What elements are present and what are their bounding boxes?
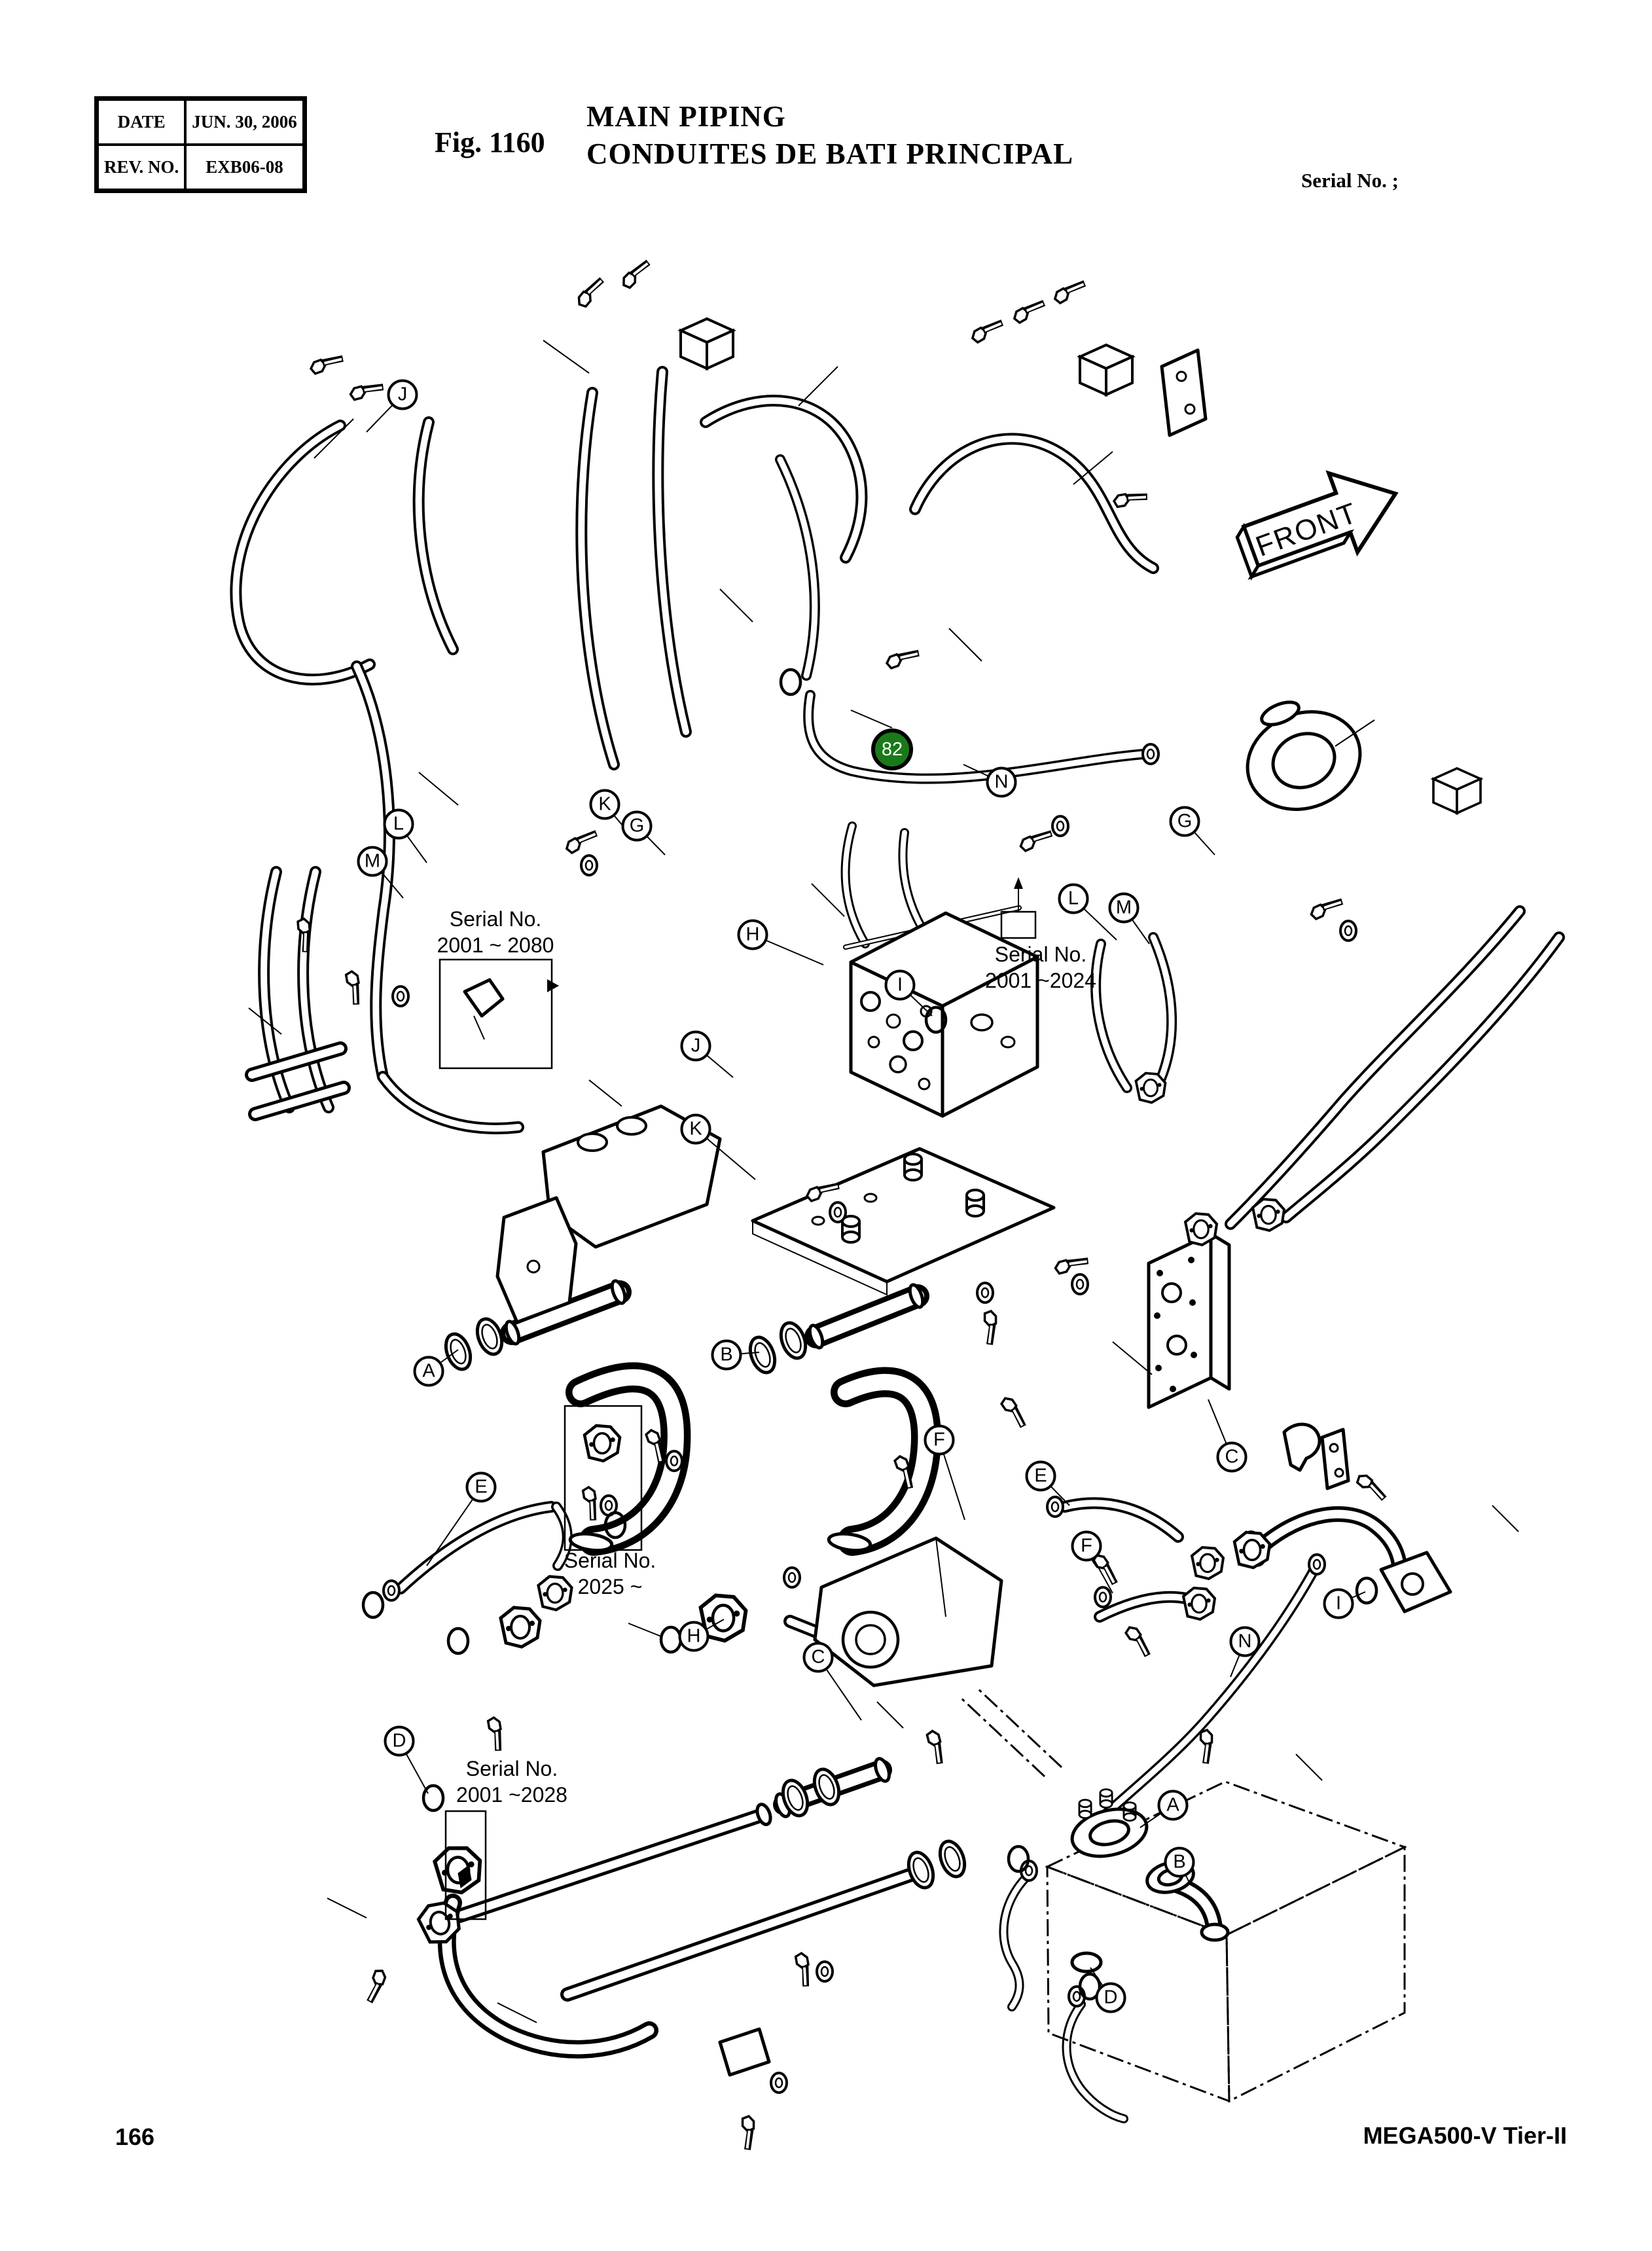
callout-l: L — [383, 808, 414, 840]
callout-e: E — [465, 1471, 497, 1503]
bracket-left — [495, 1104, 722, 1324]
right-outlet-block — [1234, 1530, 1452, 1613]
callout-j: J — [387, 379, 418, 410]
callout-g: G — [621, 810, 653, 842]
revision-table: DATE JUN. 30, 2006 REV. NO. EXB06-08 — [94, 96, 307, 193]
title-french: CONDUITES DE BATI PRINCIPAL — [586, 137, 1074, 170]
callout-h: H — [678, 1621, 709, 1652]
footer-page-number: 166 — [115, 2123, 155, 2150]
callout-d: D — [384, 1725, 415, 1757]
callout-m: M — [357, 846, 388, 877]
rev-value: EXB06-08 — [184, 143, 305, 191]
serial-range-boxes — [439, 877, 1037, 1920]
callout-d: D — [1095, 1982, 1126, 2013]
callout-n: N — [986, 766, 1017, 798]
pipe-clamp-group — [1282, 1422, 1350, 1490]
callout-f: F — [924, 1424, 955, 1456]
callout-n: N — [1229, 1626, 1261, 1657]
manifold-top-center — [679, 317, 734, 370]
callout-g: G — [1169, 806, 1200, 837]
rev-label: REV. NO. — [96, 143, 187, 191]
part-leader-lines — [248, 340, 1519, 2023]
callout-m: M — [1108, 892, 1140, 924]
callout-c: C — [802, 1642, 834, 1673]
mounting-plate — [751, 1147, 1056, 1296]
callout-e: E — [1025, 1460, 1056, 1492]
figure-number: Fig. 1160 — [435, 126, 545, 158]
gear-pump-bottom — [501, 1536, 1003, 1687]
serial-annotation-2: Serial No.2001 ~2024 — [985, 943, 1096, 992]
footer-model: MEGA500-V Tier-II — [1363, 2122, 1567, 2149]
callout-h: H — [737, 919, 768, 950]
date-value: JUN. 30, 2006 — [184, 98, 305, 146]
manifold-top-right — [1079, 344, 1208, 437]
date-label: DATE — [96, 98, 187, 146]
serial-annotation-3: Serial No.2025 ~ — [564, 1549, 656, 1598]
callout-b: B — [1164, 1846, 1195, 1878]
serial-annotation-1: Serial No.2001 ~ 2080 — [437, 907, 554, 957]
elbow-pipe-a-ends — [504, 1279, 925, 1553]
callout-b: B — [711, 1339, 742, 1371]
callout-k: K — [589, 789, 620, 820]
callout-a: A — [413, 1356, 444, 1387]
serial-annotation-4: Serial No.2001 ~2028 — [456, 1757, 567, 1807]
callout-f: F — [1071, 1530, 1102, 1562]
manifold-right — [1147, 1232, 1231, 1409]
page-title: MAIN PIPING CONDUITES DE BATI PRINCIPAL — [586, 98, 1073, 172]
gear-pump-right — [1246, 700, 1482, 814]
serial-note: Serial No. ; — [1301, 169, 1399, 192]
title-english: MAIN PIPING — [586, 100, 786, 133]
front-arrow: FRONT — [1235, 470, 1399, 581]
callout-i: I — [1323, 1588, 1354, 1619]
part-badge-82: 82 — [871, 729, 913, 770]
callout-a: A — [1157, 1790, 1189, 1821]
callout-l: L — [1058, 883, 1089, 914]
callout-k: K — [680, 1113, 711, 1145]
callout-i: I — [884, 969, 916, 1001]
callout-c: C — [1216, 1441, 1248, 1473]
callout-j: J — [680, 1030, 711, 1062]
